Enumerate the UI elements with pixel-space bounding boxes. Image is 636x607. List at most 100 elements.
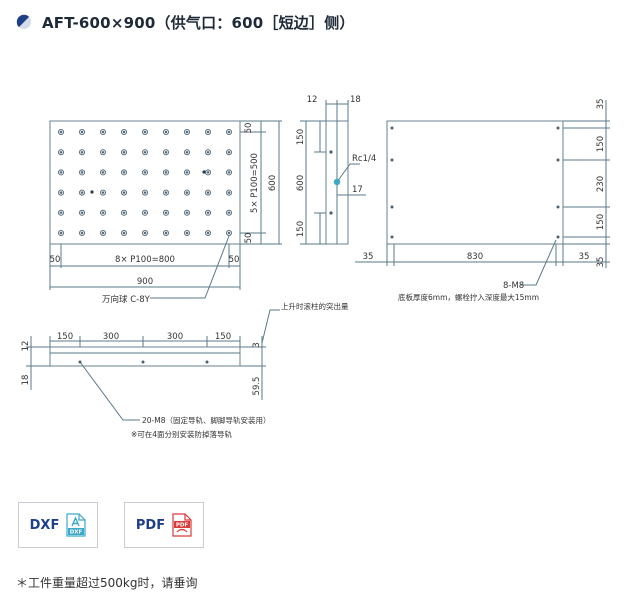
ball-transfer-center [164, 231, 168, 235]
dim-side-18: 18 [350, 95, 361, 105]
ball-transfer-center [164, 151, 168, 154]
dim-side-600: 600 [296, 175, 306, 191]
dim-bottom-35-top: 35 [596, 99, 606, 110]
ball-transfer-center [101, 191, 105, 194]
protrusion-label: 上升时滚柱的突出量 [281, 301, 349, 311]
dim-front-3: 3 [252, 342, 262, 347]
ball-transfer-center [227, 211, 231, 214]
dxf-download-label: DXF [29, 517, 60, 533]
dim-bottom-230: 230 [596, 176, 606, 192]
dim-side-12: 12 [307, 95, 318, 105]
ball-transfer-center [206, 151, 210, 154]
plate-note: 底板厚度6mm，螺栓拧入深度最大15mm [398, 292, 539, 302]
dxf-download-button[interactable]: DXF DXF [18, 502, 98, 548]
dim-front-300-b: 300 [167, 332, 183, 342]
dim-top-900: 900 [137, 277, 153, 287]
ball-transfer-center [227, 191, 231, 194]
dim-front-59-5: 59.5 [252, 377, 262, 396]
air-hole-mark [202, 170, 206, 174]
ball-transfer-center [143, 130, 147, 134]
dim-bottom-35-bottom: 35 [596, 257, 606, 268]
ball-transfer-center [206, 171, 210, 174]
dxf-file-icon: DXF [66, 513, 86, 537]
ball-transfer-center [206, 191, 210, 194]
ball-transfer-center [164, 191, 168, 194]
dim-bottom-35-right: 35 [579, 252, 590, 262]
ball-transfer-center [101, 151, 105, 154]
dim-side-150-bottom: 150 [296, 221, 306, 237]
ball-transfer-center [59, 231, 63, 235]
dim-vertical-pitch: 5× P100=500 [250, 153, 260, 213]
ball-transfer-center [80, 231, 84, 235]
dim-top-50-top: 50 [244, 123, 254, 134]
rail-note: ※可在4面分别安装防掉落导轨 [131, 429, 233, 439]
pdf-download-label: PDF [135, 517, 166, 533]
ball-label: 万向球 C-8Y [102, 294, 151, 305]
ball-transfer-center [206, 231, 210, 235]
ball-transfer-center [185, 130, 189, 134]
ball-transfer-center [164, 211, 168, 214]
ball-transfer-center [227, 151, 231, 154]
ball-transfer-center [227, 130, 231, 134]
ball-transfer-center [122, 231, 126, 235]
ball-transfer-center [80, 130, 84, 134]
dim-bottom-150-a: 150 [596, 136, 606, 152]
dim-front-150-right: 150 [215, 332, 231, 342]
ball-transfer-center [206, 211, 210, 214]
dim-front-150-left: 150 [57, 332, 73, 342]
ball-transfer-center [59, 130, 63, 134]
ball-transfer-center [80, 171, 84, 174]
ball-transfer-center [59, 151, 63, 154]
half-circle-icon [16, 14, 31, 29]
ball-transfer-center [227, 231, 231, 235]
thread-label: 8-M8 [503, 281, 524, 291]
ball-transfer-center [59, 211, 63, 214]
ball-transfer-center [122, 151, 126, 154]
ball-transfer-center [143, 171, 147, 174]
dim-front-18: 18 [21, 375, 31, 386]
ball-grid [58, 128, 232, 236]
ball-transfer-center [206, 130, 210, 134]
ball-transfer-center [227, 171, 231, 174]
ball-transfer-center [143, 211, 147, 214]
pdf-download-button[interactable]: PDF PDF [124, 502, 204, 548]
ball-transfer-center [164, 130, 168, 134]
ball-transfer-center [80, 151, 84, 154]
dim-front-12: 12 [21, 341, 31, 352]
ball-transfer-center [185, 231, 189, 235]
dim-top-50-right: 50 [229, 255, 240, 265]
ball-transfer-center [185, 211, 189, 214]
ball-transfer-center [101, 211, 105, 214]
ball-transfer-center [185, 191, 189, 194]
ball-transfer-center [185, 171, 189, 174]
ball-transfer-center [122, 171, 126, 174]
ball-transfer-center [80, 211, 84, 214]
dim-bottom-150-b: 150 [596, 214, 606, 230]
download-row: DXF DXF PDF PDF [18, 502, 204, 548]
ball-transfer-center [185, 151, 189, 154]
ball-transfer-center [122, 211, 126, 214]
air-hole-mark [90, 190, 94, 194]
ball-transfer-center [59, 191, 63, 194]
ball-transfer-center [143, 191, 147, 194]
dim-top-600: 600 [268, 175, 278, 191]
ball-transfer-center [80, 191, 84, 194]
dim-front-300-a: 300 [103, 332, 119, 342]
dxf-badge-text: DXF [70, 530, 83, 536]
pdf-file-icon: PDF [172, 513, 192, 537]
ball-transfer-center [101, 231, 105, 235]
top-view-outline [49, 120, 241, 245]
port-label: Rc1/4 [352, 154, 376, 164]
weight-note: ＊工件重量超过500kg时，请垂询 [16, 576, 198, 590]
dim-bottom-35-left: 35 [363, 252, 374, 262]
ball-transfer-center [101, 130, 105, 134]
technical-drawing: 50 50 5× P100=500 600 50 8× P100=800 50 … [21, 95, 610, 439]
ball-transfer-center [143, 231, 147, 235]
page-header: AFT-600×900（供气口：600［短边］侧） [16, 10, 355, 34]
dim-top-50-bottom: 50 [244, 233, 254, 244]
ball-transfer-center [101, 171, 105, 174]
dim-side-150-top: 150 [296, 129, 306, 145]
ball-transfer-center [122, 130, 126, 134]
pdf-badge-text: PDF [176, 523, 189, 529]
rail-label: 20-M8（固定导轨、脚脚导轨安装用） [142, 415, 271, 425]
